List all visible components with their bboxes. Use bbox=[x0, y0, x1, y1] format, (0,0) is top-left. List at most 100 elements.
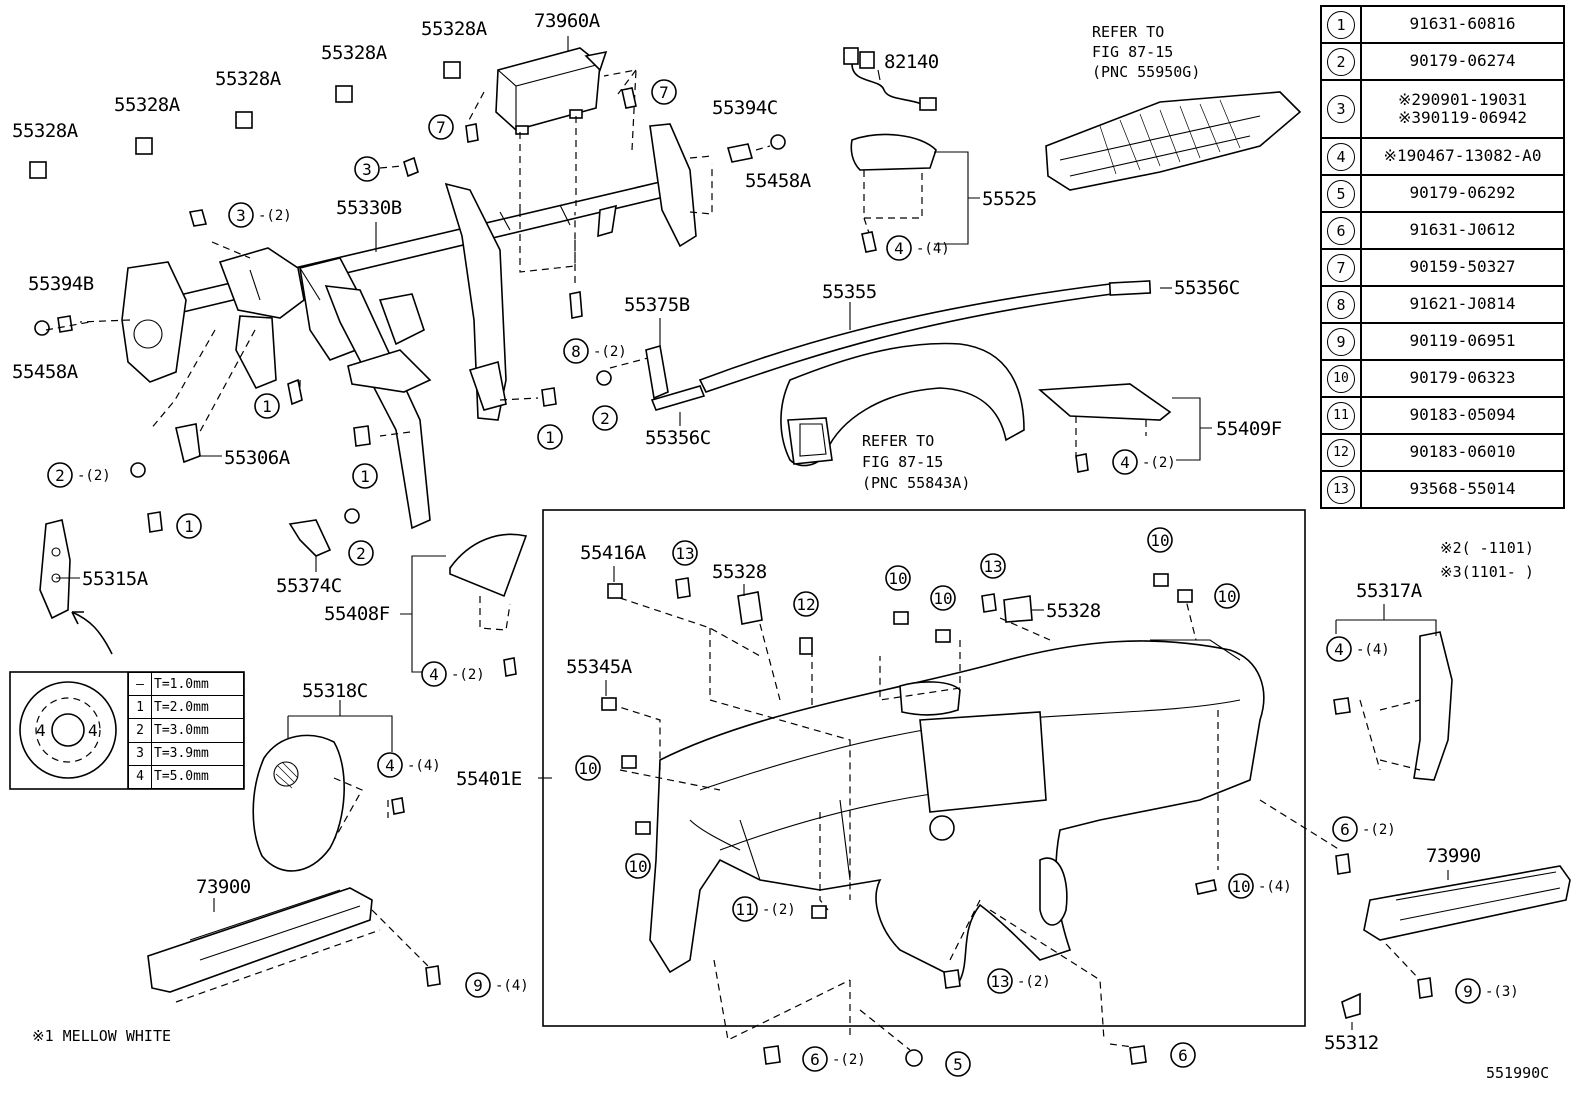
thickness-value: T=5.0mm bbox=[151, 764, 244, 790]
parts-table-key: 9 bbox=[1320, 322, 1362, 361]
parts-table-key: 2 bbox=[1320, 42, 1362, 81]
callout-13b: 13 bbox=[980, 553, 1006, 579]
thickness-row: —T=1.0mm bbox=[128, 671, 244, 697]
thickness-key: — bbox=[128, 671, 152, 697]
svg-text:-(2): -(2) bbox=[77, 468, 111, 484]
svg-text:(PNC 55843A): (PNC 55843A) bbox=[862, 474, 970, 492]
panel-55317a bbox=[1359, 631, 1453, 781]
parts-table-part-number: 90159-50327 bbox=[1360, 248, 1565, 287]
callout-4b: 4-(2) bbox=[1112, 449, 1176, 475]
svg-text:11: 11 bbox=[735, 900, 754, 919]
label-55394b: 55394B bbox=[28, 273, 94, 295]
label-55330b: 55330B bbox=[336, 197, 402, 219]
wire-82140 bbox=[843, 47, 937, 111]
svg-text:3: 3 bbox=[362, 160, 372, 179]
parts-table-part-number: 91621-J0814 bbox=[1360, 285, 1565, 324]
thickness-value: T=3.9mm bbox=[151, 741, 244, 766]
svg-text:FIG 87-15: FIG 87-15 bbox=[862, 453, 943, 471]
callout-9a: 9-(4) bbox=[465, 972, 529, 998]
svg-text:2: 2 bbox=[55, 466, 65, 485]
callout-1d: 1 bbox=[176, 513, 202, 539]
cover-55525 bbox=[850, 133, 937, 237]
svg-text:1: 1 bbox=[262, 397, 272, 416]
parts-table-row: 4※190467-13082-A0 bbox=[1320, 137, 1565, 176]
svg-text:-(2): -(2) bbox=[762, 902, 796, 918]
label-55328a-5: 55328A bbox=[421, 18, 488, 40]
bracket-55374c bbox=[288, 519, 332, 557]
washer-mark-left: 4 bbox=[36, 721, 46, 740]
callout-10b: 10 bbox=[930, 585, 956, 611]
part-number-line: 91631-J0612 bbox=[1409, 220, 1516, 240]
label-55458a-right: 55458A bbox=[745, 170, 812, 192]
key-circle: 7 bbox=[1327, 253, 1355, 282]
parts-table-key: 5 bbox=[1320, 174, 1362, 213]
label-55328a-4: 55328A bbox=[321, 42, 388, 64]
cover-73900 bbox=[147, 887, 431, 1003]
label-55328-right: 55328 bbox=[1046, 600, 1101, 622]
callout-5: 5 bbox=[945, 1051, 971, 1077]
svg-text:7: 7 bbox=[436, 118, 446, 137]
key-circle: 4 bbox=[1327, 142, 1355, 171]
part-number-line: 90183-05094 bbox=[1409, 405, 1516, 425]
key-circle: 1 bbox=[1327, 10, 1355, 39]
airbag-73960a bbox=[467, 47, 637, 212]
svg-text:REFER TO: REFER TO bbox=[862, 432, 934, 450]
label-55328a-3: 55328A bbox=[215, 68, 282, 90]
part-number-line: 91621-J0814 bbox=[1409, 294, 1516, 314]
callout-7a: 7 bbox=[428, 114, 454, 140]
parts-table-row: 3※290901-19031※390119-06942 bbox=[1320, 79, 1565, 139]
parts-table-part-number: ※190467-13082-A0 bbox=[1360, 137, 1565, 176]
label-55525: 55525 bbox=[982, 188, 1037, 210]
svg-text:4: 4 bbox=[1334, 640, 1344, 659]
reinforcement-55330b bbox=[79, 69, 713, 530]
parts-table-part-number: 90179-06323 bbox=[1360, 359, 1565, 398]
label-55356c-right: 55356C bbox=[1174, 277, 1240, 299]
callout-1a: 1 bbox=[254, 393, 280, 419]
parts-table-key: 12 bbox=[1320, 433, 1362, 472]
callout-10h: 10 -(4) bbox=[1228, 873, 1292, 899]
thickness-value: T=1.0mm bbox=[151, 671, 244, 697]
svg-text:-(4): -(4) bbox=[1356, 642, 1390, 658]
svg-text:13: 13 bbox=[990, 972, 1009, 991]
defroster-duct bbox=[1045, 91, 1302, 191]
callout-10e: 10 bbox=[575, 755, 601, 781]
key-circle: 13 bbox=[1327, 475, 1355, 504]
label-55328a-1: 55328A bbox=[12, 120, 79, 142]
key-circle: 5 bbox=[1327, 179, 1355, 208]
key-circle: 9 bbox=[1327, 327, 1355, 356]
callout-1c: 1 bbox=[352, 463, 378, 489]
svg-text:4: 4 bbox=[385, 756, 395, 775]
parts-table-part-number: 90179-06292 bbox=[1360, 174, 1565, 213]
key-circle: 12 bbox=[1327, 438, 1355, 467]
washer-drawing bbox=[19, 681, 117, 779]
label-55315a: 55315A bbox=[82, 568, 149, 590]
label-55312: 55312 bbox=[1324, 1032, 1379, 1054]
part-number-line: ※290901-19031 bbox=[1398, 89, 1527, 109]
svg-text:-(2): -(2) bbox=[1142, 455, 1176, 471]
callout-7b: 7 bbox=[651, 79, 677, 105]
svg-text:1: 1 bbox=[545, 428, 555, 447]
svg-text:9: 9 bbox=[1463, 982, 1473, 1001]
parts-table-key: 1 bbox=[1320, 5, 1362, 44]
callout-9b: 9-(3) bbox=[1455, 978, 1519, 1004]
svg-text:10: 10 bbox=[1231, 877, 1250, 896]
drawing-code: 551990C bbox=[1486, 1064, 1549, 1082]
parts-table-key: 11 bbox=[1320, 396, 1362, 435]
svg-text:8: 8 bbox=[571, 342, 581, 361]
callout-10f: 10 bbox=[625, 853, 651, 879]
svg-text:-(2): -(2) bbox=[832, 1052, 866, 1068]
svg-text:-(4): -(4) bbox=[1258, 879, 1292, 895]
part-number-line: 90159-50327 bbox=[1409, 257, 1516, 277]
instrument-panel-55401e bbox=[609, 591, 1341, 1051]
part-number-line: 90119-06951 bbox=[1409, 331, 1516, 351]
label-55375b: 55375B bbox=[624, 294, 690, 316]
callouts: 7 7 3 3-(2) 4-(4) 8-(2) 2 1 1 1 1 2-(2) … bbox=[47, 79, 1519, 1077]
svg-text:FIG 87-15: FIG 87-15 bbox=[1092, 43, 1173, 61]
label-55458a-left: 55458A bbox=[12, 361, 79, 383]
